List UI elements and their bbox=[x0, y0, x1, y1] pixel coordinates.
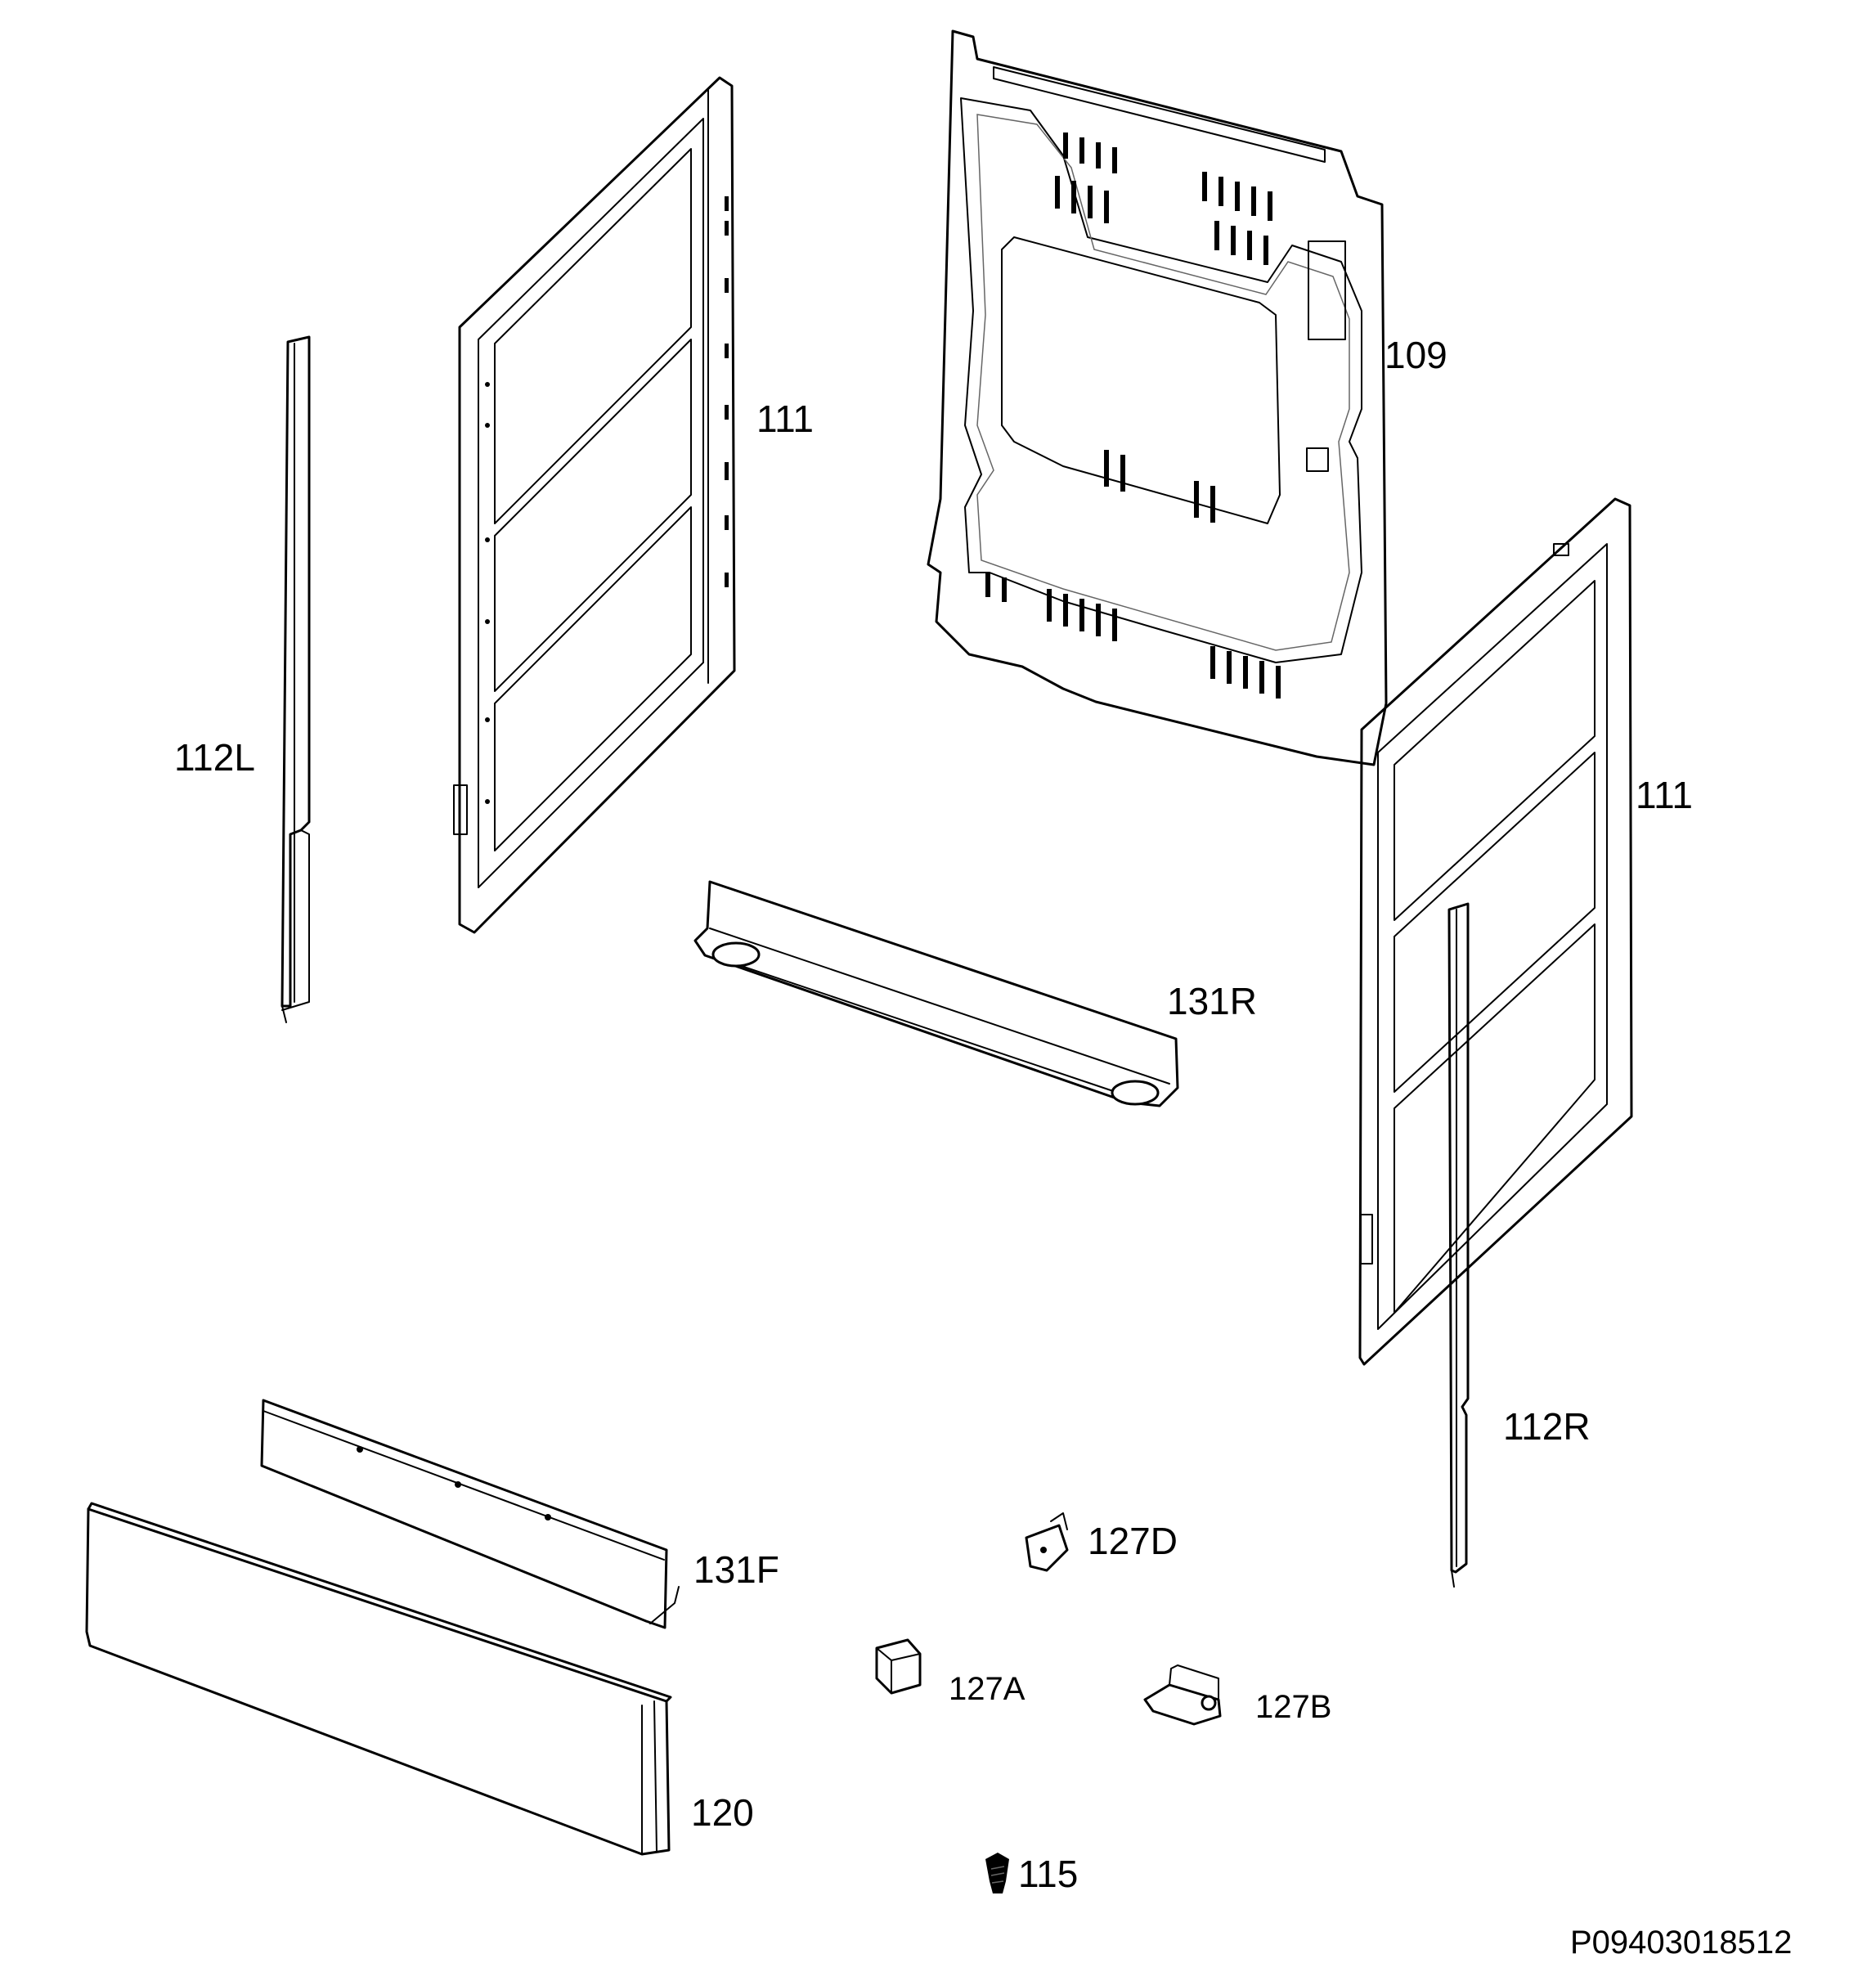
part-111-left-side-frame[interactable] bbox=[453, 76, 736, 934]
label-111-right: 111 bbox=[1636, 774, 1693, 816]
part-109-rear-panel[interactable] bbox=[927, 29, 1388, 766]
label-131R: 131R bbox=[1167, 980, 1257, 1022]
part-127B-angle-bracket[interactable] bbox=[1143, 1664, 1222, 1726]
label-112L: 112L bbox=[174, 736, 255, 779]
label-131F: 131F bbox=[693, 1548, 779, 1591]
part-120-front-panel[interactable] bbox=[85, 1502, 672, 1856]
part-112R-right-strip[interactable] bbox=[1447, 902, 1470, 1588]
part-115-screw[interactable] bbox=[985, 1853, 1009, 1893]
label-112R: 112R bbox=[1503, 1405, 1591, 1448]
part-127A-block[interactable] bbox=[875, 1638, 922, 1695]
label-115: 115 bbox=[1018, 1853, 1078, 1895]
drawing-code: P09403018512 bbox=[1570, 1925, 1792, 1961]
label-109: 109 bbox=[1385, 334, 1447, 376]
label-120: 120 bbox=[691, 1791, 754, 1834]
part-131R-rear-rail[interactable] bbox=[693, 880, 1179, 1107]
label-127A: 127A bbox=[949, 1671, 1026, 1707]
label-127B: 127B bbox=[1255, 1689, 1331, 1725]
label-127D: 127D bbox=[1088, 1520, 1178, 1562]
part-131F-front-rail[interactable] bbox=[260, 1399, 680, 1629]
part-112L-left-strip[interactable] bbox=[281, 335, 311, 1023]
part-127D-bracket[interactable] bbox=[1025, 1512, 1069, 1572]
part-111-right-side-frame[interactable] bbox=[1358, 497, 1633, 1366]
label-111-left: 111 bbox=[756, 398, 814, 440]
